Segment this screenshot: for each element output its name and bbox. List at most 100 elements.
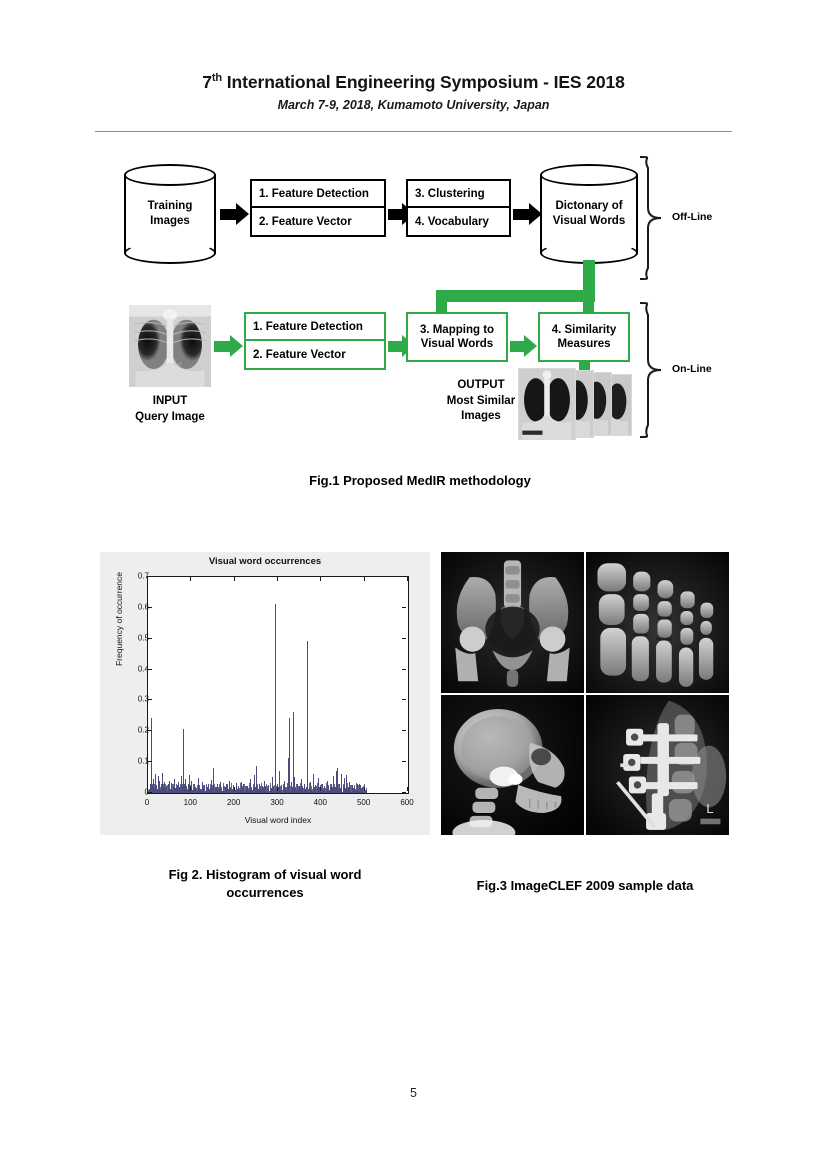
- histogram-bar: [253, 791, 255, 793]
- histogram-bar: [281, 790, 283, 793]
- histogram-bar: [182, 729, 184, 793]
- figure-3-sample-images: L: [441, 552, 729, 835]
- histogram-bar: [271, 791, 273, 793]
- histogram-bar: [244, 785, 246, 793]
- histogram-bar: [357, 788, 359, 793]
- offline-feature-detection-row: 1. Feature Detection: [252, 181, 384, 208]
- histogram-bar: [254, 787, 256, 793]
- offline-brace: [639, 156, 662, 280]
- histogram-bar: [316, 791, 318, 793]
- chart-x-tick-label: 100: [183, 798, 197, 807]
- histogram-bar: [351, 785, 353, 793]
- histogram-bar: [330, 784, 332, 793]
- histogram-bar: [189, 791, 191, 793]
- histogram-bar: [256, 765, 258, 793]
- chart-x-tick-mark: [277, 577, 278, 581]
- histogram-bar: [270, 783, 272, 793]
- histogram-bar: [270, 788, 272, 793]
- histogram-bar: [220, 784, 222, 793]
- histogram-bar: [247, 790, 249, 793]
- histogram-bar: [313, 785, 315, 793]
- histogram-bar: [154, 773, 156, 793]
- histogram-bar: [184, 787, 186, 793]
- histogram-bar: [355, 783, 357, 793]
- histogram-bar: [157, 776, 159, 793]
- chart-y-tick-mark: [148, 699, 152, 701]
- histogram-bar: [296, 783, 298, 793]
- histogram-bar: [344, 787, 346, 793]
- histogram-bar: [171, 783, 173, 793]
- histogram-bar: [217, 784, 219, 793]
- histogram-bar: [292, 790, 294, 793]
- histogram-bar: [279, 770, 281, 793]
- output-images-label: OUTPUT Most Similar Images: [446, 379, 516, 423]
- chart-y-tick-mark: [148, 668, 152, 670]
- histogram-bar: [238, 787, 240, 793]
- histogram-bar: [284, 780, 286, 793]
- offline-feature-box: 1. Feature Detection 2. Feature Vector: [250, 179, 386, 237]
- histogram-bar: [287, 783, 289, 793]
- arrow-clustering-to-dictionary: [513, 203, 542, 225]
- chart-y-tick-mark: [148, 730, 152, 732]
- histogram-bar: [288, 786, 290, 793]
- conference-title-rest: International Engineering Symposium - IE…: [222, 72, 625, 92]
- histogram-bar: [194, 787, 196, 793]
- histogram-bar: [165, 788, 167, 793]
- histogram-bar: [198, 788, 200, 793]
- histogram-bar: [289, 785, 291, 793]
- histogram-bar: [354, 785, 356, 793]
- histogram-bar: [185, 779, 187, 793]
- histogram-bar: [167, 786, 169, 793]
- histogram-bar: [308, 789, 310, 793]
- histogram-bar: [365, 788, 367, 793]
- arrow-training-to-features: [220, 203, 249, 225]
- chart-x-tick-label: 400: [313, 798, 327, 807]
- histogram-bar: [240, 783, 242, 793]
- histogram-bar: [157, 791, 159, 793]
- histogram-bar: [311, 788, 313, 793]
- histogram-bar: [290, 790, 292, 793]
- chart-y-tick-mark: [148, 637, 152, 639]
- histogram-bar: [211, 784, 213, 793]
- pelvis-xray-graphic: [441, 552, 584, 693]
- histogram-bar: [184, 783, 186, 793]
- chart-x-tick-label: 200: [226, 798, 241, 807]
- histogram-bar: [210, 780, 212, 793]
- histogram-bar: [166, 790, 168, 793]
- histogram-bar: [295, 783, 297, 793]
- chart-x-tick-label: 0: [144, 798, 150, 807]
- histogram-bar: [235, 790, 237, 793]
- histogram-bar: [176, 787, 178, 793]
- histogram-bar: [307, 785, 309, 793]
- histogram-bar: [294, 791, 296, 793]
- histogram-bar: [230, 789, 232, 793]
- histogram-bar: [322, 789, 324, 793]
- histogram-bar: [228, 789, 230, 793]
- arrow-head: [529, 203, 542, 225]
- page-number: 5: [410, 1086, 417, 1100]
- chart-y-tick-label: 0: [144, 787, 149, 797]
- histogram-bar: [318, 790, 320, 793]
- offline-brace-label: Off-Line: [672, 211, 713, 223]
- green-route-horizontal: [436, 290, 595, 302]
- result-thumbnail-1: [518, 368, 576, 440]
- histogram-bar: [161, 772, 163, 793]
- histogram-bar: [355, 788, 357, 793]
- histogram-bar: [340, 785, 342, 793]
- histogram-bar: [337, 767, 339, 793]
- chart-y-tick-mark: [402, 761, 406, 763]
- histogram-bar: [275, 789, 277, 793]
- histogram-bar: [283, 785, 285, 793]
- histogram-bar: [296, 791, 298, 793]
- histogram-bar: [161, 789, 163, 793]
- skull-lateral-xray-graphic: [441, 694, 584, 835]
- histogram-bar: [262, 787, 264, 793]
- histogram-bar: [293, 711, 295, 793]
- histogram-bar: [306, 789, 308, 793]
- histogram-bar: [159, 785, 160, 793]
- chart-x-tick-mark: [320, 577, 322, 581]
- histogram-bar: [257, 790, 259, 793]
- chart-x-tick-mark: [407, 577, 408, 581]
- histogram-bar: [343, 778, 345, 793]
- histogram-bar: [221, 787, 223, 793]
